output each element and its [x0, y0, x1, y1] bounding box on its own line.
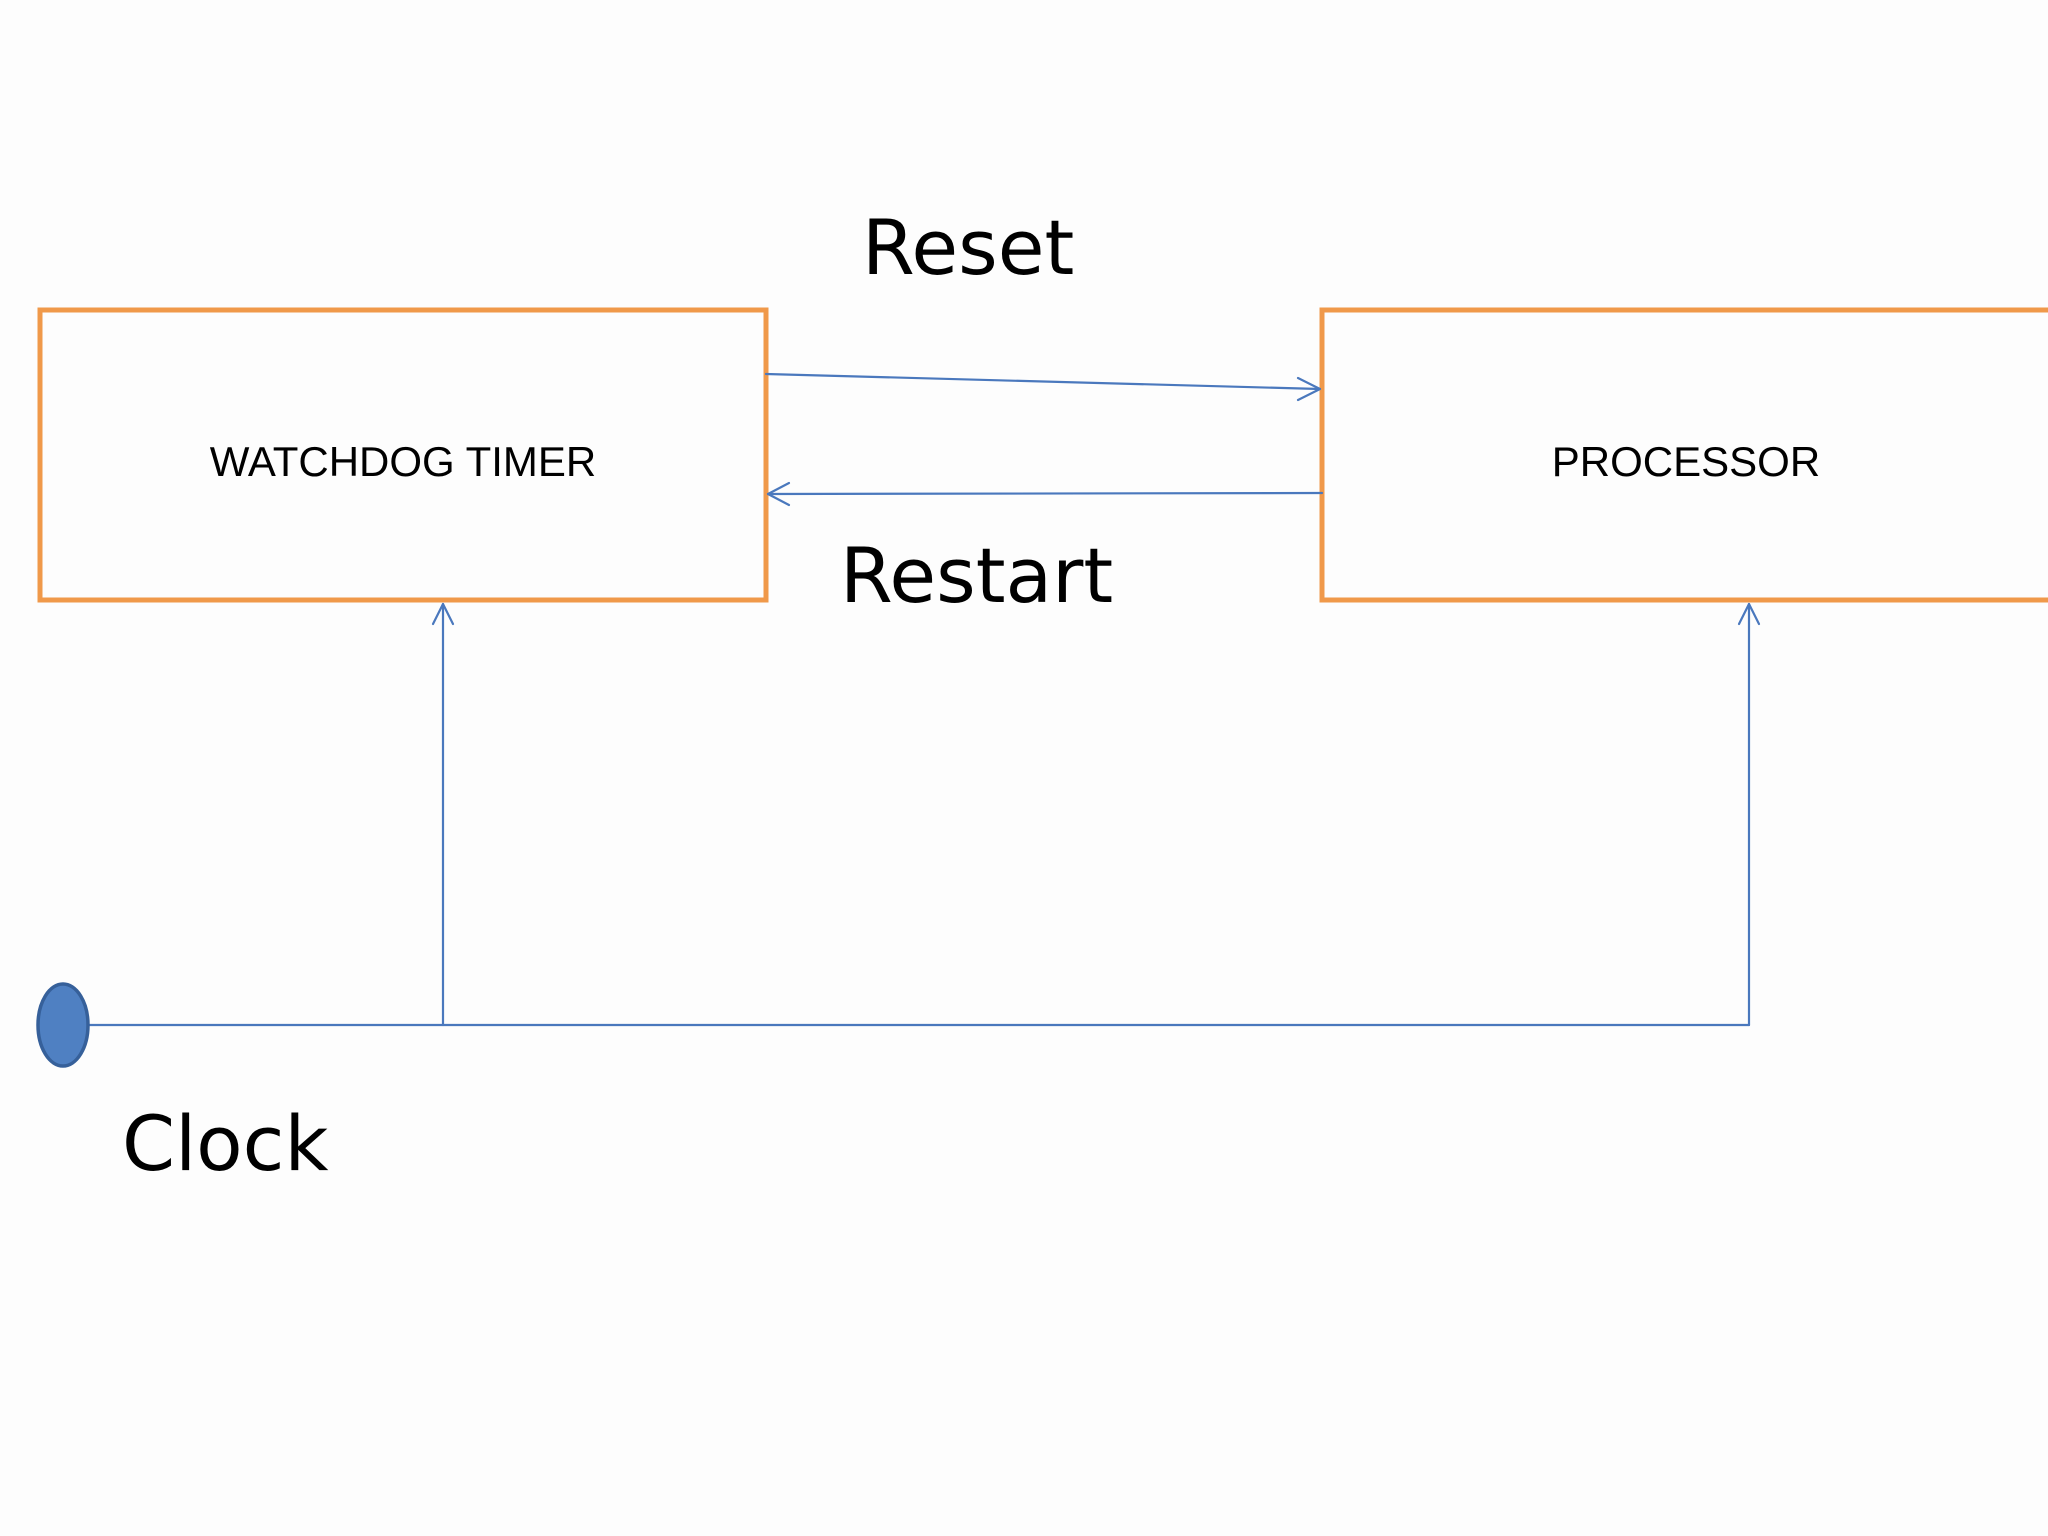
processor-box	[1319, 307, 2048, 603]
clock-to-processor-arrowhead	[1737, 602, 1761, 626]
reset-arrowhead	[1296, 376, 1322, 402]
watchdog-timer-label: WATCHDOG TIMER	[210, 438, 597, 485]
reset-arrow	[764, 372, 1322, 402]
processor-label: PROCESSOR	[1552, 438, 1820, 485]
restart-arrow	[766, 481, 1324, 507]
reset-line	[764, 372, 1322, 391]
watchdog-timer-block: WATCHDOG TIMER	[37, 307, 769, 603]
reset-label: Reset	[862, 203, 1074, 292]
restart-label: Restart	[840, 531, 1113, 620]
clock-to-watchdog-arrowhead	[431, 602, 455, 626]
restart-arrowhead	[766, 481, 791, 507]
clock-label: Clock	[122, 1099, 328, 1188]
clock-source-icon	[36, 982, 90, 1068]
watchdog-timer-box	[37, 307, 769, 603]
processor-block: PROCESSOR	[1319, 307, 2048, 603]
restart-line	[766, 491, 1324, 496]
clock-bus	[86, 602, 1761, 1027]
